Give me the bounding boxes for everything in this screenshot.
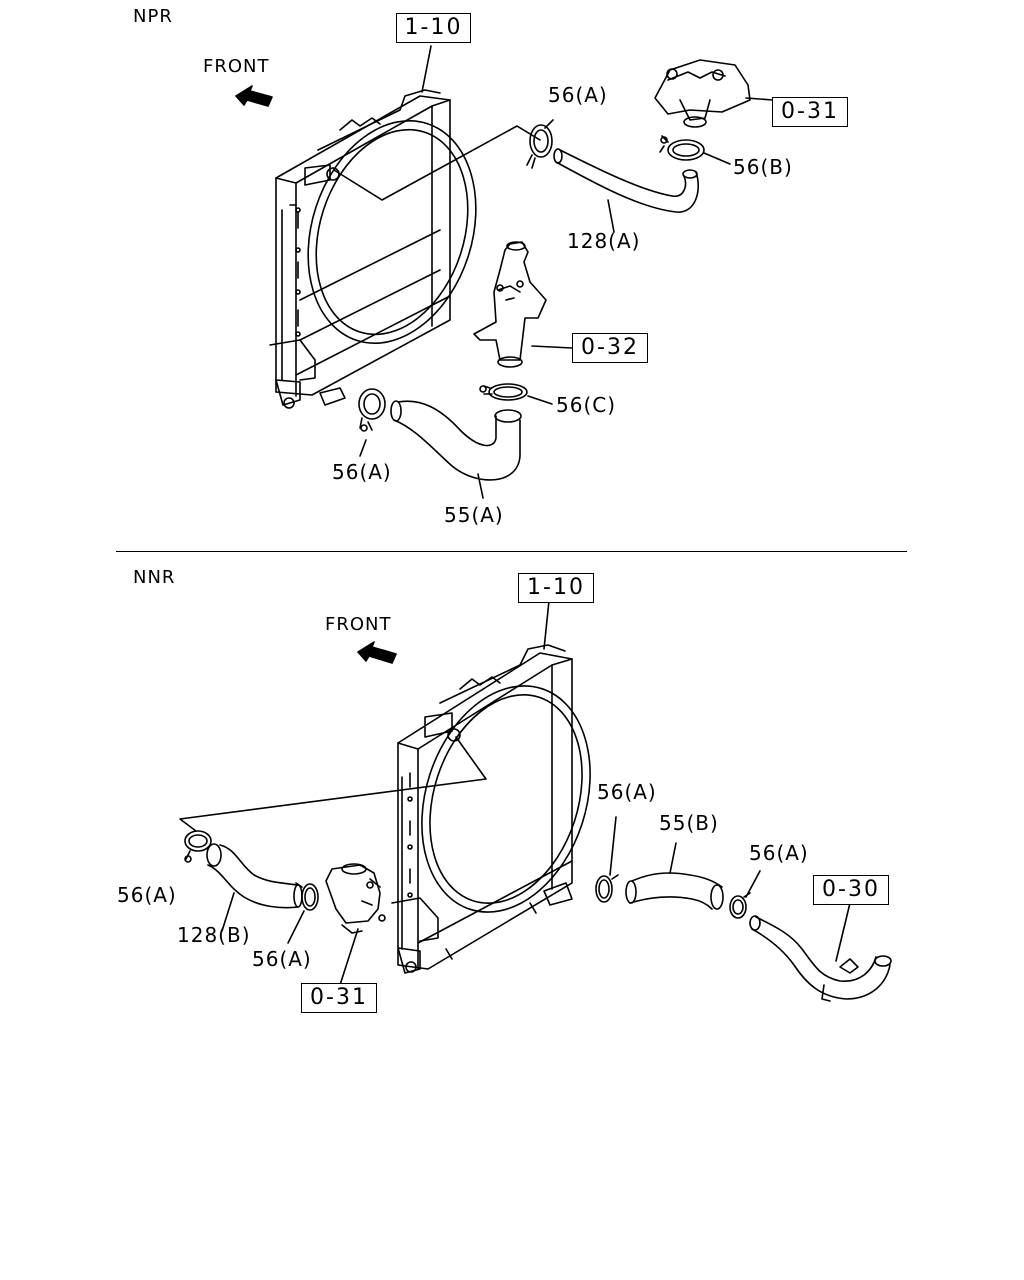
nnr-section: NNR FRONT [0, 553, 1024, 1053]
part-clamp-56a-right2: 56(A) [749, 841, 809, 865]
part-clamp-56a-upper: 56(A) [548, 83, 608, 107]
part-clamp-56b: 56(B) [733, 155, 793, 179]
radiator [392, 645, 618, 973]
part-clamp-56a-right1: 56(A) [597, 780, 657, 804]
part-hose-128b: 128(B) [177, 923, 251, 947]
part-clamp-56a-mid: 56(A) [252, 947, 312, 971]
part-clamp-56a-left: 56(A) [117, 883, 177, 907]
thermostat-housing [326, 864, 385, 933]
part-hose-55b: 55(B) [659, 811, 719, 835]
part-hose-128a: 128(A) [567, 229, 641, 253]
section-divider [116, 551, 907, 552]
radiator [270, 90, 503, 408]
hose-55a [391, 401, 521, 480]
front-arrow-icon [358, 642, 396, 663]
water-outlet [474, 242, 546, 367]
water-pipe [750, 916, 891, 1001]
part-hose-55a: 55(A) [444, 503, 504, 527]
ref-thermostat-housing: 0-31 [772, 97, 848, 127]
thermostat-housing [655, 60, 750, 127]
clamp-56b [660, 136, 704, 160]
variant-label: NNR [133, 567, 176, 588]
ref-water-pipe: 0-30 [813, 875, 889, 905]
clamp-56a-mid [296, 883, 318, 910]
clamp-56a-right1 [596, 875, 618, 902]
front-label: FRONT [325, 614, 392, 635]
front-label: FRONT [203, 56, 270, 77]
nnr-diagram [0, 553, 1024, 1053]
part-clamp-56a-lower: 56(A) [332, 460, 392, 484]
clamp-56c [480, 384, 527, 400]
npr-section: NPR FRONT [0, 0, 1024, 551]
clamp-56a-lower [359, 389, 385, 431]
hose-128a [554, 149, 698, 212]
ref-water-outlet: 0-32 [572, 333, 648, 363]
part-clamp-56c: 56(C) [556, 393, 617, 417]
variant-label: NPR [133, 6, 173, 27]
npr-diagram [0, 0, 1024, 551]
hose-55b [626, 873, 723, 909]
ref-radiator: 1-10 [396, 13, 471, 43]
front-arrow-icon [236, 86, 272, 106]
ref-thermostat-housing: 0-31 [301, 983, 377, 1013]
clamp-56a-left [185, 831, 211, 862]
hose-128b [207, 844, 302, 908]
clamp-56a-upper [527, 125, 552, 168]
ref-radiator: 1-10 [518, 573, 594, 603]
